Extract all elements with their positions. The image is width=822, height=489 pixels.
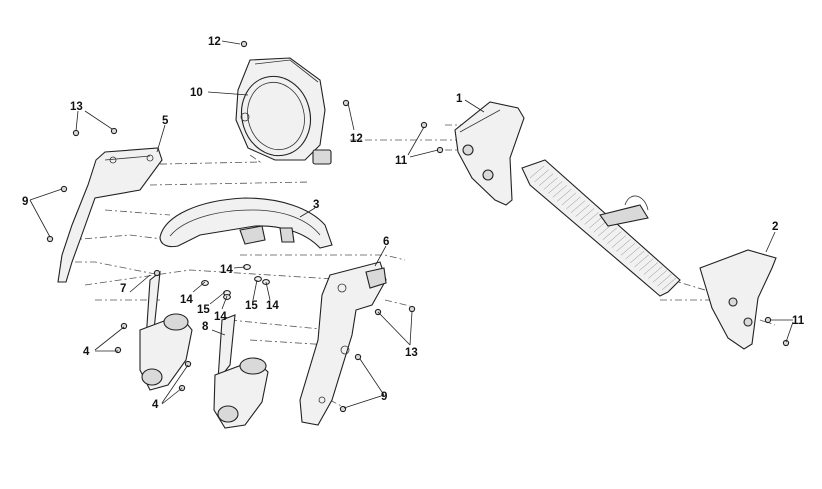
radiator-fin (589, 216, 604, 229)
radiator-fin (620, 243, 636, 256)
radiator-fin (616, 239, 631, 252)
screw (339, 405, 347, 413)
callout-14: 14 (180, 294, 193, 306)
fork-clamp-7 (139, 270, 193, 391)
screw (782, 339, 790, 347)
radiator-fin (534, 169, 549, 183)
radiator-fin (661, 277, 677, 291)
callout-4: 4 (83, 346, 90, 358)
callout-9: 9 (22, 196, 28, 208)
screw (46, 235, 54, 243)
screw (436, 146, 444, 154)
callout-11: 11 (395, 155, 408, 167)
radiator (521, 159, 681, 297)
radiator-fin (611, 235, 627, 248)
radiator-fin (570, 200, 586, 213)
radiator-fin (648, 266, 663, 279)
radiator-fin (557, 188, 572, 202)
radiator-fin (652, 270, 668, 283)
screw (72, 129, 80, 137)
headlight-shell (235, 57, 332, 165)
callout-15: 15 (245, 300, 258, 312)
radiator-fin (657, 273, 672, 287)
callout-14: 14 (214, 311, 227, 323)
right-bracket-6 (299, 261, 387, 426)
radiator-fin (607, 231, 622, 244)
callout-10: 10 (190, 87, 203, 99)
radiator-fin (634, 254, 649, 268)
leader-lines (29, 40, 794, 409)
radiator-fin (584, 212, 599, 225)
radiator-fin (629, 250, 645, 264)
radiator-fin (529, 165, 545, 179)
screw (420, 121, 428, 129)
screw (408, 305, 416, 313)
screw (114, 346, 122, 354)
screw (60, 185, 68, 193)
callout-12: 12 (350, 133, 363, 145)
callout-2: 2 (772, 221, 778, 233)
radiator-fin (538, 173, 554, 186)
radiator-shroud-1 (454, 101, 525, 206)
callout-14: 14 (220, 264, 233, 276)
callout-9: 9 (381, 391, 387, 403)
radiator-fin (548, 181, 563, 194)
callout-4: 4 (152, 399, 159, 411)
radiator-fin (625, 246, 640, 260)
callout-5: 5 (162, 115, 169, 127)
fasteners (46, 40, 790, 413)
left-bracket-5 (57, 147, 163, 283)
callout-12: 12 (208, 36, 221, 48)
screw (354, 353, 362, 361)
callout-6: 6 (383, 236, 389, 248)
screw (110, 127, 118, 135)
radiator-fin (579, 208, 595, 221)
callout-8: 8 (202, 321, 209, 333)
nut (254, 276, 262, 282)
callout-15: 15 (197, 304, 210, 316)
fork-clamp-8 (213, 314, 269, 429)
radiator-fin (643, 262, 658, 275)
screw (184, 360, 192, 368)
radiator-shroud-2 (699, 249, 777, 350)
screw (240, 40, 248, 48)
nut (201, 280, 209, 286)
radiator-fin (602, 227, 617, 240)
callout-14: 14 (266, 300, 279, 312)
callout-11: 11 (792, 315, 805, 327)
callout-13: 13 (405, 347, 418, 359)
callout-labels: 12 10 12 13 5 9 3 1 11 2 11 6 7 8 4 4 14… (22, 36, 805, 411)
radiator-fin (566, 196, 581, 210)
callout-3: 3 (313, 199, 319, 211)
screw (153, 269, 161, 277)
screw (764, 316, 772, 324)
front-fender (159, 197, 333, 249)
radiator-fin (543, 177, 558, 190)
screw (342, 99, 350, 107)
radiator-fin (552, 185, 567, 198)
callout-7: 7 (120, 283, 126, 295)
radiator-fin (575, 204, 590, 217)
radiator-fin (639, 258, 654, 271)
screw (120, 322, 128, 330)
callout-13: 13 (70, 101, 83, 113)
radiator-fin (561, 192, 577, 206)
callout-1: 1 (456, 93, 463, 105)
